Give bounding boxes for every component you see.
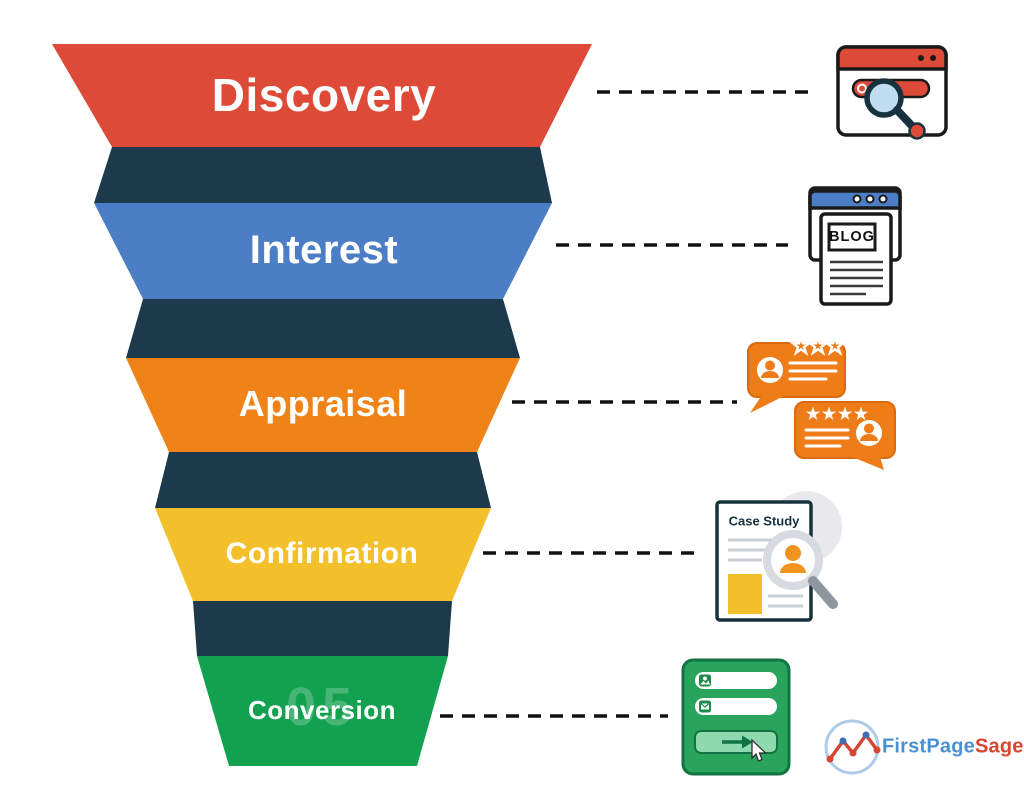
signup-form-icon <box>681 658 791 776</box>
stage-watermark-conversion: 05 <box>285 677 359 737</box>
browser-dot-icon <box>930 55 936 61</box>
logo-text-firstpage: FirstPage <box>882 735 975 758</box>
arrow-icon <box>722 735 753 749</box>
stage-label-discovery: Discovery <box>211 69 437 121</box>
stage-shape-conversion <box>197 656 448 766</box>
browser-dot-icon <box>852 194 862 204</box>
logo-text-sage: Sage <box>974 735 1024 758</box>
stage-label-confirmation: Confirmation <box>225 537 419 570</box>
blog-label: BLOG <box>829 228 875 245</box>
stage-label-interest: Interest <box>249 228 399 272</box>
firstpagesage-logo-text: FirstPageSage <box>882 736 1024 759</box>
connector-lines <box>440 90 812 718</box>
case-study-icon <box>715 491 842 622</box>
browser-dot-icon <box>918 55 924 61</box>
stage-label-appraisal: Appraisal <box>238 383 408 424</box>
stage-label-conversion: Conversion <box>247 695 397 725</box>
fold-3 <box>155 452 491 508</box>
star-icon <box>793 338 843 353</box>
stage-shape-discovery <box>52 44 592 147</box>
blog-document-icon <box>808 186 902 306</box>
search-browser-icon <box>836 45 948 140</box>
form-email-icon <box>699 700 711 713</box>
reviews-bubbles-icon <box>747 338 896 470</box>
firstpagesage-logo-mark <box>824 719 881 775</box>
case-study-label: Case Study <box>728 513 800 529</box>
stage-shape-appraisal <box>126 358 520 452</box>
magnifier-lens-icon <box>864 78 904 118</box>
stage-shape-interest <box>94 203 552 299</box>
fold-1 <box>94 147 552 203</box>
cursor-icon <box>751 738 768 762</box>
fold-2 <box>126 299 520 358</box>
browser-dot-icon <box>878 194 888 204</box>
funnel-folds <box>94 147 552 656</box>
form-field-icon <box>699 674 711 687</box>
funnel-stages <box>52 44 592 766</box>
stage-shape-confirmation <box>155 508 491 601</box>
fold-4 <box>193 601 452 656</box>
browser-dot-icon <box>865 194 875 204</box>
